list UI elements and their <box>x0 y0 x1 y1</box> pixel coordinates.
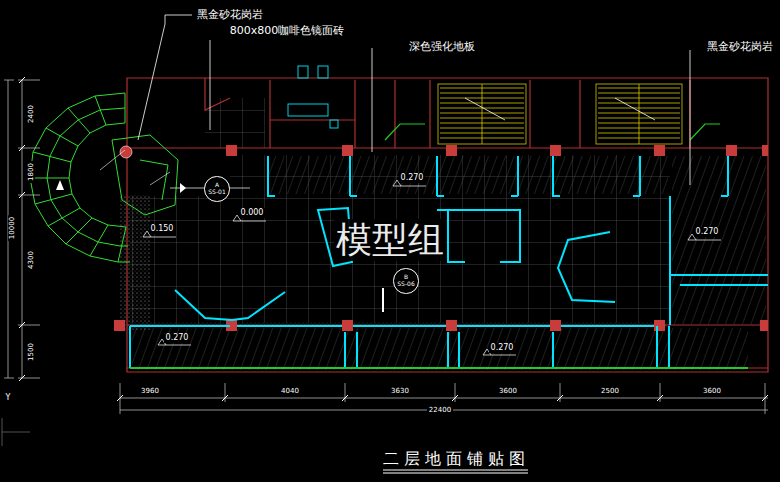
dimension: 1500 <box>27 341 35 363</box>
marker-text: SS-06 <box>397 281 414 288</box>
dimension: 3600 <box>701 387 723 395</box>
marker-text: B <box>404 274 408 281</box>
drawing-title: 二层地面铺贴图 <box>381 450 532 468</box>
section-marker: BSS-06 <box>393 268 418 293</box>
floor-level: 0.270 <box>164 333 191 342</box>
dimension: 4300 <box>27 249 35 271</box>
marker-text: A <box>215 182 219 189</box>
dimension: 10000 <box>8 215 16 241</box>
watermark: 模型组 <box>334 219 446 260</box>
floor-level: 0.270 <box>694 227 721 236</box>
material-callout: 深色强化地板 <box>407 41 477 54</box>
floor-level: 0.270 <box>399 173 426 182</box>
dimension: 3630 <box>389 387 411 395</box>
axis-letter: Y <box>4 393 13 402</box>
dimension: 3960 <box>139 387 161 395</box>
dimension: 1800 <box>27 161 35 183</box>
dimension: 2500 <box>599 387 621 395</box>
section-marker: ASS-01 <box>204 176 229 201</box>
floor-level: 0.000 <box>239 208 266 217</box>
dimension: 22400 <box>427 406 453 414</box>
material-callout: 黑金砂花岗岩 <box>195 9 265 22</box>
material-callout: 黑金砂花岗岩 <box>705 41 775 54</box>
floor-level: 0.150 <box>149 224 176 233</box>
material-callout: 800x800咖啡色镜面砖 <box>228 25 347 38</box>
floor-level: 0.270 <box>489 343 516 352</box>
marker-text: SS-01 <box>208 189 225 196</box>
dimension: 4040 <box>279 387 301 395</box>
dimension: 2400 <box>27 103 35 125</box>
dimension: 3600 <box>497 387 519 395</box>
